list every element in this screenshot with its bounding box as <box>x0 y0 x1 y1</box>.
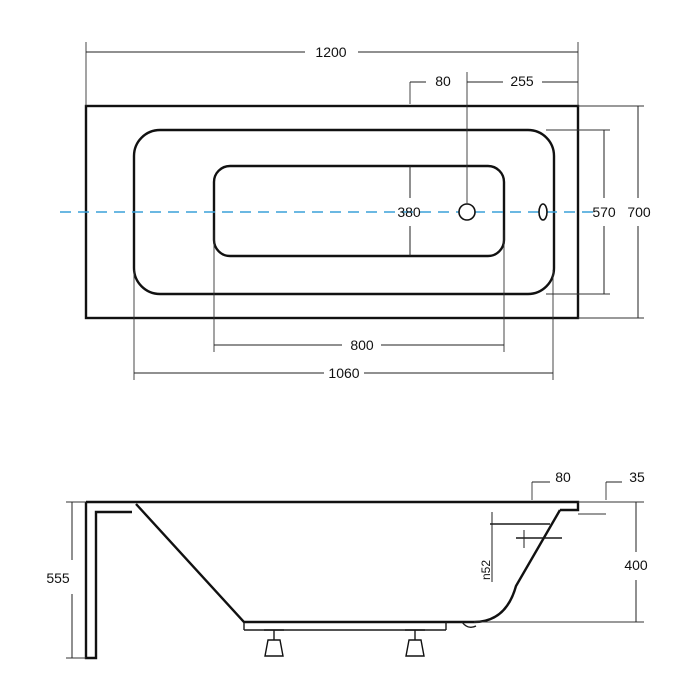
dim-basin-length: 1060 <box>328 365 359 381</box>
dim-overflow-offset: 80 <box>435 73 451 89</box>
tub-body-profile <box>135 503 562 624</box>
dim-inner-length: 800 <box>350 337 374 353</box>
dim-rim-thickness: 35 <box>629 469 645 485</box>
dim-overflow-diameter: n52 <box>479 560 493 580</box>
dim-overall-width: 700 <box>627 204 651 220</box>
side-view: n52 555 80 35 400 <box>46 469 648 660</box>
basin-floor-outline <box>212 164 506 258</box>
dim-inner-width: 380 <box>397 204 421 220</box>
leg-foot-left <box>264 629 284 657</box>
dim-overall-length: 1200 <box>315 44 346 60</box>
drain-icon <box>458 203 476 221</box>
rim-outline <box>86 500 580 512</box>
overflow-icon <box>538 203 548 221</box>
leg-foot-right <box>405 629 425 657</box>
dim-drain-offset: 255 <box>510 73 534 89</box>
drain-pipe <box>461 621 477 629</box>
apron-panel <box>84 502 132 660</box>
top-view: 1200 80 255 380 570 700 800 <box>60 42 651 381</box>
dim-rim-offset: 80 <box>555 469 571 485</box>
dim-tub-depth: 400 <box>624 557 648 573</box>
dim-total-height: 555 <box>46 570 70 586</box>
dim-basin-width: 570 <box>592 204 616 220</box>
